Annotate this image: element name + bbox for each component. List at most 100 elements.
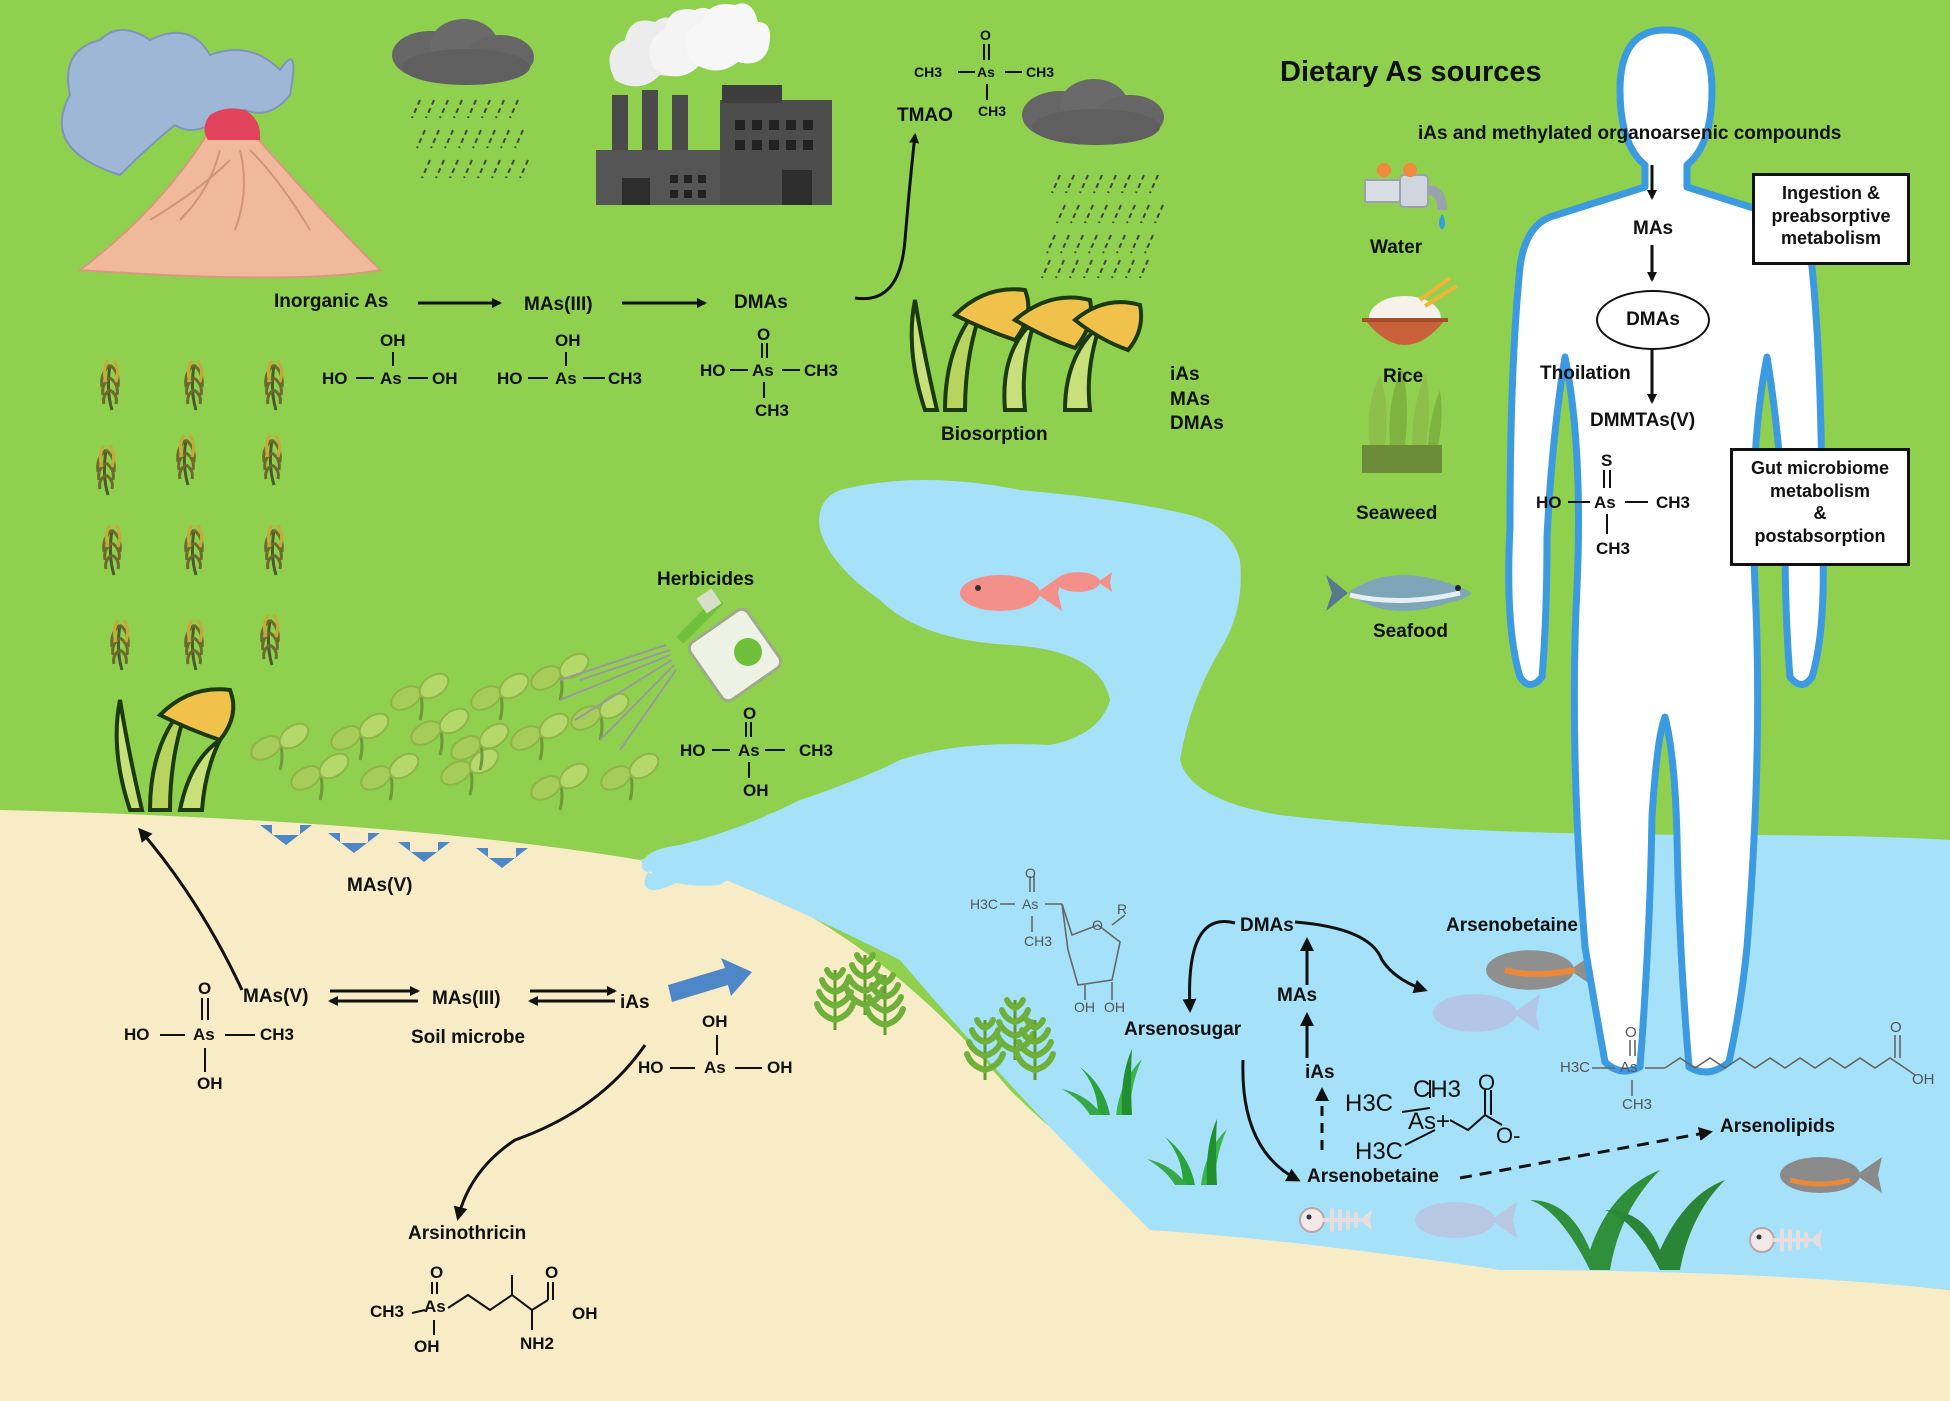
- as-sugar-r: R: [1117, 901, 1128, 917]
- soil-to-water-arrow: [668, 958, 752, 1002]
- tmao-ch3-left: CH3: [914, 64, 943, 80]
- as-sugar-ch3: CH3: [1024, 933, 1053, 949]
- lipid-o2: O: [1890, 1019, 1902, 1036]
- ias-soil-as: As: [704, 1058, 726, 1077]
- dmmtas-ch3: CH3: [1656, 493, 1691, 512]
- fish-icon: [960, 572, 1882, 1238]
- body-mas-label: MAs: [1633, 218, 1674, 239]
- lipid-o: O: [1625, 1024, 1637, 1041]
- tmao-ch3-right: CH3: [1026, 64, 1055, 80]
- dmas-top-label: DMAs: [734, 292, 788, 313]
- ingestion-line-3: metabolism: [1780, 228, 1882, 248]
- biosorption-label: Biosorption: [941, 424, 1048, 445]
- biosorption-mas: MAs: [1170, 389, 1211, 410]
- masiii-top-as: As: [555, 369, 577, 388]
- asn-as: As: [424, 1297, 446, 1316]
- mas-v-flow-label: MAs(V): [347, 875, 413, 896]
- arsinothricin-label: Arsinothricin: [408, 1223, 527, 1244]
- herb-ch3: CH3: [799, 741, 834, 760]
- volcano-icon: [60, 29, 383, 279]
- lipid-oh: OH: [1912, 1071, 1935, 1088]
- tmao-label: TMAO: [897, 105, 953, 126]
- gut-line-3: &: [1813, 503, 1827, 523]
- seaweed-food-icon: [1362, 367, 1442, 473]
- dmmtas-as: As: [1594, 493, 1616, 512]
- rice-label: Rice: [1383, 366, 1424, 387]
- gut-line-4: postabsorption: [1754, 525, 1886, 546]
- ias-soil-ho: HO: [638, 1058, 664, 1077]
- ab-o-minus: O-: [1496, 1123, 1521, 1148]
- ingestion-line-1: Ingestion &: [1782, 183, 1880, 203]
- herb-oh: OH: [743, 781, 769, 800]
- masv-ho: HO: [124, 1025, 150, 1044]
- soil-region: [0, 810, 1950, 1401]
- dmmtas-label: DMMTAs(V): [1590, 410, 1696, 431]
- ab-h3c-bottom: H3C: [1355, 1138, 1404, 1165]
- mas-iii-top-label: MAs(III): [524, 294, 593, 315]
- arsenolipids-label: Arsenolipids: [1720, 1116, 1836, 1137]
- ias-top-ho: HO: [322, 369, 348, 388]
- tuna-icon: [1326, 575, 1472, 611]
- thoilation-label: Thoilation: [1540, 363, 1631, 384]
- asn-o: O: [430, 1263, 444, 1282]
- runoff-arrows: [260, 825, 528, 868]
- rice-plant-icon: [114, 287, 1144, 812]
- as-sugar-oh1: OH: [1074, 999, 1095, 1015]
- arsenosugar-label: Arsenosugar: [1124, 1019, 1242, 1040]
- ab-ch3-top: CH3: [1413, 1076, 1462, 1103]
- ias-top-as: As: [380, 369, 402, 388]
- masiii-top-ho: HO: [497, 369, 523, 388]
- masv-as: As: [193, 1025, 215, 1044]
- dmmtas-ho: HO: [1536, 493, 1562, 512]
- lipid-as: As: [1620, 1059, 1638, 1076]
- gut-line-2: metabolism: [1769, 480, 1871, 501]
- rice-bowl-icon: [1362, 276, 1459, 345]
- mas-iii-soil-label: MAs(III): [432, 988, 501, 1009]
- tmao-as: As: [977, 64, 995, 80]
- arsenobetaine-fish-label: Arsenobetaine: [1446, 915, 1578, 936]
- human-body-icon: [1505, 26, 1827, 1076]
- ingestion-line-2: preabsorptive: [1771, 205, 1891, 226]
- ias-soil-oh2: OH: [767, 1058, 793, 1077]
- ias-top-oh: OH: [380, 331, 406, 350]
- soil-microbe-label: Soil microbe: [411, 1027, 526, 1048]
- masv-oh: OH: [197, 1074, 223, 1093]
- water-label: Water: [1370, 237, 1423, 258]
- asn-oh2: OH: [572, 1304, 598, 1323]
- ias-top-oh2: OH: [432, 369, 458, 388]
- sprayer-icon: [559, 588, 783, 751]
- water-tap-icon: [1364, 163, 1447, 230]
- as-sugar-ring-o: O: [1092, 917, 1103, 933]
- mas-v-soil-label: MAs(V): [243, 986, 309, 1007]
- as-sugar-h3c: H3C: [970, 896, 999, 912]
- masiii-top-ch3: CH3: [608, 369, 643, 388]
- ab-as-plus: As+: [1408, 1108, 1451, 1135]
- tmao-o: O: [980, 27, 991, 43]
- gut-microbiome-box: Gut microbiome metabolism & postabsorpti…: [1730, 448, 1910, 566]
- asn-nh2: NH2: [520, 1334, 555, 1353]
- biosorption-ias: iAs: [1170, 364, 1200, 385]
- dmas-top-as: As: [752, 361, 774, 380]
- biosorption-dmas: DMAs: [1170, 413, 1224, 434]
- inorganic-as-label: Inorganic As: [274, 291, 389, 312]
- as-sugar-o: O: [1025, 865, 1036, 881]
- seaweed-label: Seaweed: [1356, 503, 1438, 524]
- body-dmas-node: DMAs: [1596, 290, 1710, 350]
- ias-water-label: iAs: [1305, 1062, 1335, 1083]
- gut-line-1: Gut microbiome: [1750, 458, 1889, 478]
- ab-h3c-top: H3C: [1345, 1090, 1394, 1117]
- masv-ch3: CH3: [260, 1025, 295, 1044]
- factory-icon: [596, 3, 832, 205]
- ab-o: O: [1478, 1070, 1496, 1095]
- herb-o: O: [743, 704, 757, 723]
- masv-o: O: [198, 979, 212, 998]
- mas-water-label: MAs: [1277, 985, 1318, 1006]
- seafood-label: Seafood: [1373, 621, 1448, 642]
- asn-oh: OH: [414, 1337, 440, 1356]
- ingestion-box: Ingestion & preabsorptive metabolism: [1752, 173, 1910, 265]
- structure-bonds: [160, 44, 1648, 1335]
- ias-methylated-label: iAs and methylated organoarsenic compoun…: [1418, 123, 1842, 144]
- dietary-title: Dietary As sources: [1280, 56, 1542, 88]
- lipid-h3c: H3C: [1560, 1059, 1591, 1076]
